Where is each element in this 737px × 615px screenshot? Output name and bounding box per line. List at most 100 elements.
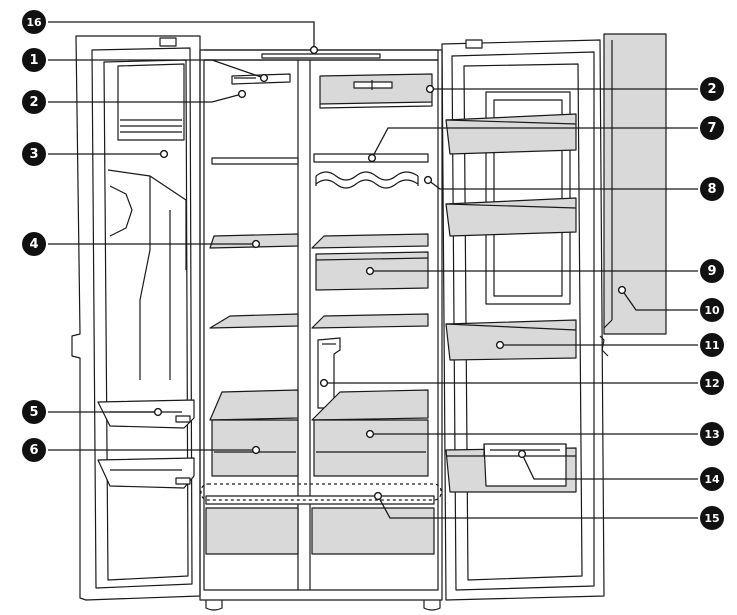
leader-dot-14: [517, 449, 527, 459]
callout-badge-circle: [22, 400, 46, 424]
callout-badge-circle: [700, 333, 724, 357]
callout-badge-6: 6: [22, 438, 46, 462]
callout-badge-12: 12: [700, 371, 724, 395]
callout-number: 9: [707, 264, 716, 279]
leader-dot-6: [251, 445, 261, 455]
door-bin-3: [445, 319, 577, 361]
callout-badge-8: 8: [700, 177, 724, 201]
freezer-door-bin-lower: [97, 457, 195, 489]
fridge-shelf-lower: [311, 313, 429, 329]
leader-dot-11: [495, 340, 505, 350]
callout-number: 6: [29, 443, 38, 458]
callout-number: 2: [29, 95, 38, 110]
callout-number: 12: [704, 377, 719, 390]
leader-dot-2a: [237, 89, 247, 99]
callout-number: 10: [704, 304, 720, 317]
callout-badge-2b: 2: [700, 77, 724, 101]
leader-dot-10: [617, 285, 627, 295]
ring-15: [200, 483, 442, 501]
fridge-wine-rack: [315, 171, 419, 189]
leader-dot-7: [367, 153, 377, 163]
callout-badge-11: 11: [700, 333, 724, 357]
fridge-door: [441, 39, 605, 601]
callout-badge-circle: [700, 371, 724, 395]
callout-badge-16: 16: [22, 10, 46, 34]
bottom-drawers: [205, 495, 435, 555]
leader-line-16: [48, 21, 315, 50]
leader-dot-13: [365, 429, 375, 439]
refrigerator-illustration: [71, 33, 667, 611]
leader-line-14: [521, 453, 698, 480]
callout-number: 3: [29, 147, 38, 162]
callout-badge-circle: [700, 467, 724, 491]
callout-number: 13: [704, 428, 719, 441]
leader-line-7: [371, 127, 698, 159]
callout-badge-3: 3: [22, 142, 46, 166]
callout-badge-15: 15: [700, 506, 724, 530]
callout-badge-5: 5: [22, 400, 46, 424]
callout-badge-circle: [700, 506, 724, 530]
callout-number: 11: [704, 339, 719, 352]
callout-number: 4: [29, 237, 38, 252]
callout-badge-circle: [700, 116, 724, 140]
leader-dot-9: [365, 266, 375, 276]
freezer-door-bin-upper: [97, 399, 195, 429]
freezer-drawer: [209, 389, 299, 477]
freezer-shelf-3: [209, 313, 299, 329]
callout-badge-13: 13: [700, 422, 724, 446]
callout-badge-14: 14: [700, 467, 724, 491]
leader-line-8: [427, 179, 698, 190]
freezer-shelf-1: [211, 157, 299, 165]
water-tank: [317, 337, 341, 409]
leader-line-15: [377, 495, 698, 519]
callout-number: 15: [704, 512, 719, 525]
callout-badge-circle: [22, 438, 46, 462]
door-bin-1: [445, 113, 577, 155]
callout-number: 7: [707, 121, 716, 136]
callout-badge-9: 9: [700, 259, 724, 283]
door-bin-2: [445, 197, 577, 237]
leader-dot-8: [423, 175, 433, 185]
callout-badge-circle: [22, 90, 46, 114]
callout-number: 2: [707, 82, 716, 97]
leader-dot-15: [373, 491, 383, 501]
callout-badge-circle: [700, 422, 724, 446]
leader-dot-2b: [425, 84, 435, 94]
freezer-door: [71, 35, 201, 601]
leader-dot-12: [319, 378, 329, 388]
callout-badge-circle: [22, 10, 46, 34]
door-basket: [483, 443, 567, 487]
leader-line-10: [621, 289, 698, 311]
leader-line-1: [48, 59, 265, 79]
leader-dot-4: [251, 239, 261, 249]
callout-badge-circle: [700, 298, 724, 322]
callout-number: 5: [29, 405, 38, 420]
leader-lines: [48, 21, 698, 519]
callout-badge-circle: [22, 48, 46, 72]
leader-dot-1: [259, 73, 269, 83]
callout-number: 1: [29, 53, 38, 68]
callout-badge-1: 1: [22, 48, 46, 72]
leader-line-2a: [48, 93, 243, 103]
callout-badge-7: 7: [700, 116, 724, 140]
callout-badge-2a: 2: [22, 90, 46, 114]
callout-number: 16: [26, 16, 42, 29]
leader-dot-16: [309, 45, 319, 55]
callout-badge-circle: [700, 259, 724, 283]
fridge-shelf: [311, 233, 429, 249]
leader-dot-3: [159, 149, 169, 159]
leader-dot-5: [153, 407, 163, 417]
callout-number: 8: [707, 182, 716, 197]
door-panel: [599, 33, 667, 357]
fridge-light-module: [319, 73, 433, 109]
callout-badge-10: 10: [700, 298, 724, 322]
callout-badge-circle: [22, 142, 46, 166]
callout-badge-circle: [700, 177, 724, 201]
callout-badge-4: 4: [22, 232, 46, 256]
callout-badge-circle: [700, 77, 724, 101]
callout-badge-circle: [22, 232, 46, 256]
callout-number: 14: [704, 473, 720, 486]
cabinet: [199, 49, 443, 611]
